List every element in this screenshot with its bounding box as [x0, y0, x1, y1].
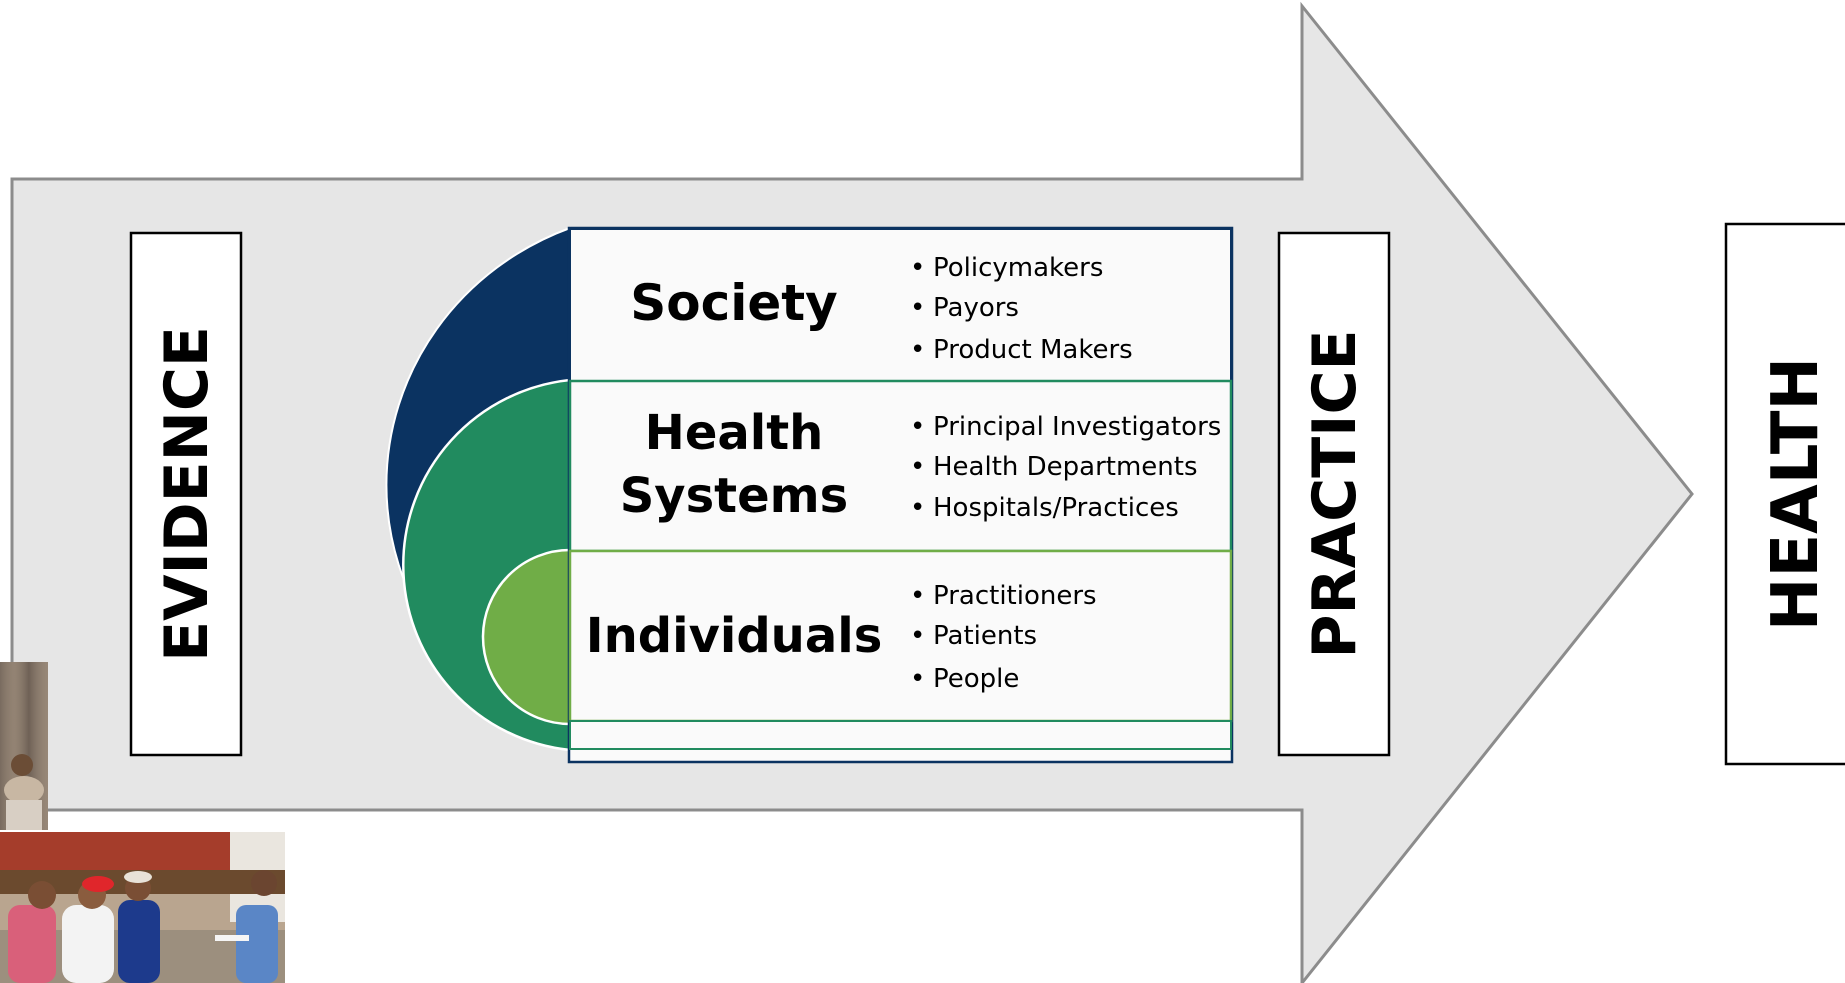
- society-row: [569, 228, 1232, 382]
- bullet-dot: •: [910, 493, 925, 523]
- bullet-dot: •: [910, 253, 925, 283]
- health-systems-title-line-1: Health: [645, 405, 824, 461]
- individuals-row: [568, 549, 1233, 723]
- bullet-dot: •: [910, 335, 925, 365]
- bottom-spacer-row: [569, 720, 1232, 750]
- individuals-list: • Practitioners • Patients • People: [910, 581, 1097, 694]
- list-item: Policymakers: [933, 253, 1103, 283]
- community-meeting-photo: [0, 832, 285, 983]
- levels-table: Society • Policymakers • Payors • Produc…: [567, 226, 1234, 764]
- health-systems-row: [568, 379, 1233, 553]
- evidence-label: EVIDENCE: [152, 326, 222, 662]
- individuals-title: Individuals: [586, 608, 883, 664]
- society-title: Society: [630, 274, 838, 332]
- individuals-circle: [481, 548, 572, 726]
- practice-label: PRACTICE: [1300, 330, 1370, 659]
- health-systems-list: • Principal Investigators • Health Depar…: [910, 412, 1221, 523]
- list-item: Practitioners: [933, 581, 1097, 611]
- list-item: People: [933, 664, 1019, 694]
- list-item: Patients: [933, 621, 1037, 651]
- list-item: Hospitals/Practices: [933, 493, 1179, 523]
- list-item: Health Departments: [933, 452, 1198, 482]
- bullet-dot: •: [910, 664, 925, 694]
- seated-participant-photo: [0, 662, 48, 830]
- bullet-dot: •: [910, 412, 925, 442]
- bullet-dot: •: [910, 581, 925, 611]
- practice-box: PRACTICE: [1277, 231, 1391, 757]
- bullet-dot: •: [910, 293, 925, 323]
- health-box: HEALTH: [1724, 222, 1845, 766]
- list-item: Payors: [933, 293, 1019, 323]
- bullet-dot: •: [910, 621, 925, 651]
- evidence-box: EVIDENCE: [129, 231, 243, 757]
- health-label: HEALTH: [1759, 357, 1833, 631]
- society-list: • Policymakers • Payors • Product Makers: [910, 253, 1133, 365]
- list-item: Principal Investigators: [933, 412, 1221, 442]
- bullet-dot: •: [910, 452, 925, 482]
- list-item: Product Makers: [933, 335, 1133, 365]
- health-systems-title-line-2: Systems: [620, 468, 849, 524]
